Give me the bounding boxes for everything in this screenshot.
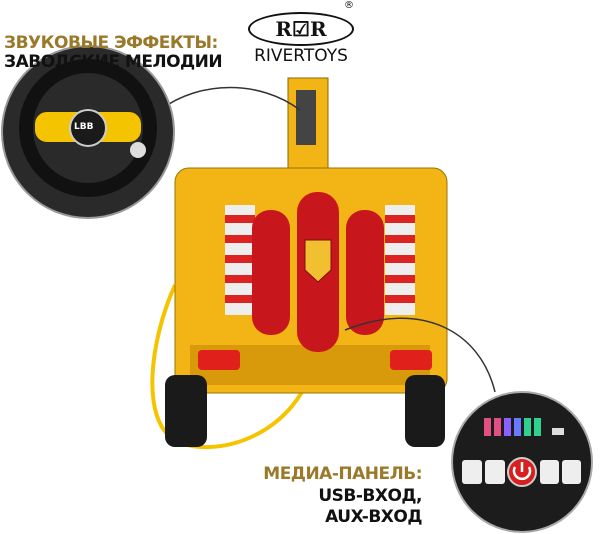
volume-up-button [562,460,581,484]
horse-light-button [485,460,505,484]
media-caption-line2: AUX-ВХОД [325,507,422,527]
tail-light-left [198,350,240,370]
media-panel-inset [451,391,593,533]
steering-badge: LBB [74,122,94,132]
ladder-left [225,205,255,315]
media-caption-line1: USB-ВХОД, [318,486,422,506]
wheel-right [405,375,445,447]
wheel-left [165,375,207,447]
fire-emblem [304,239,332,283]
brand-logo: R☑R [248,12,354,46]
volume-down-button [540,460,559,484]
steering-wheel-inset [1,45,175,219]
registered-mark: ® [344,0,354,11]
media-caption-title: МЕДИА-ПАНЕЛЬ: [263,464,422,484]
media-leader-line [344,317,496,393]
power-icon [512,462,532,481]
tank-left [252,210,290,335]
music-button [462,460,482,484]
sound-caption-title: ЗВУКОВЫЕ ЭФФЕКТЫ: [4,33,218,53]
steering-leader-line [159,86,301,111]
brand-name: RIVERTOYS [254,46,348,66]
tank-right [346,210,384,335]
ladder-right [385,205,415,315]
crane-arm [287,77,329,169]
usb-port [552,428,564,435]
equalizer-bars [484,418,541,436]
sound-caption-detail: ЗАВОДСКИЕ МЕЛОДИИ [4,52,223,72]
tail-light-right [390,350,432,370]
